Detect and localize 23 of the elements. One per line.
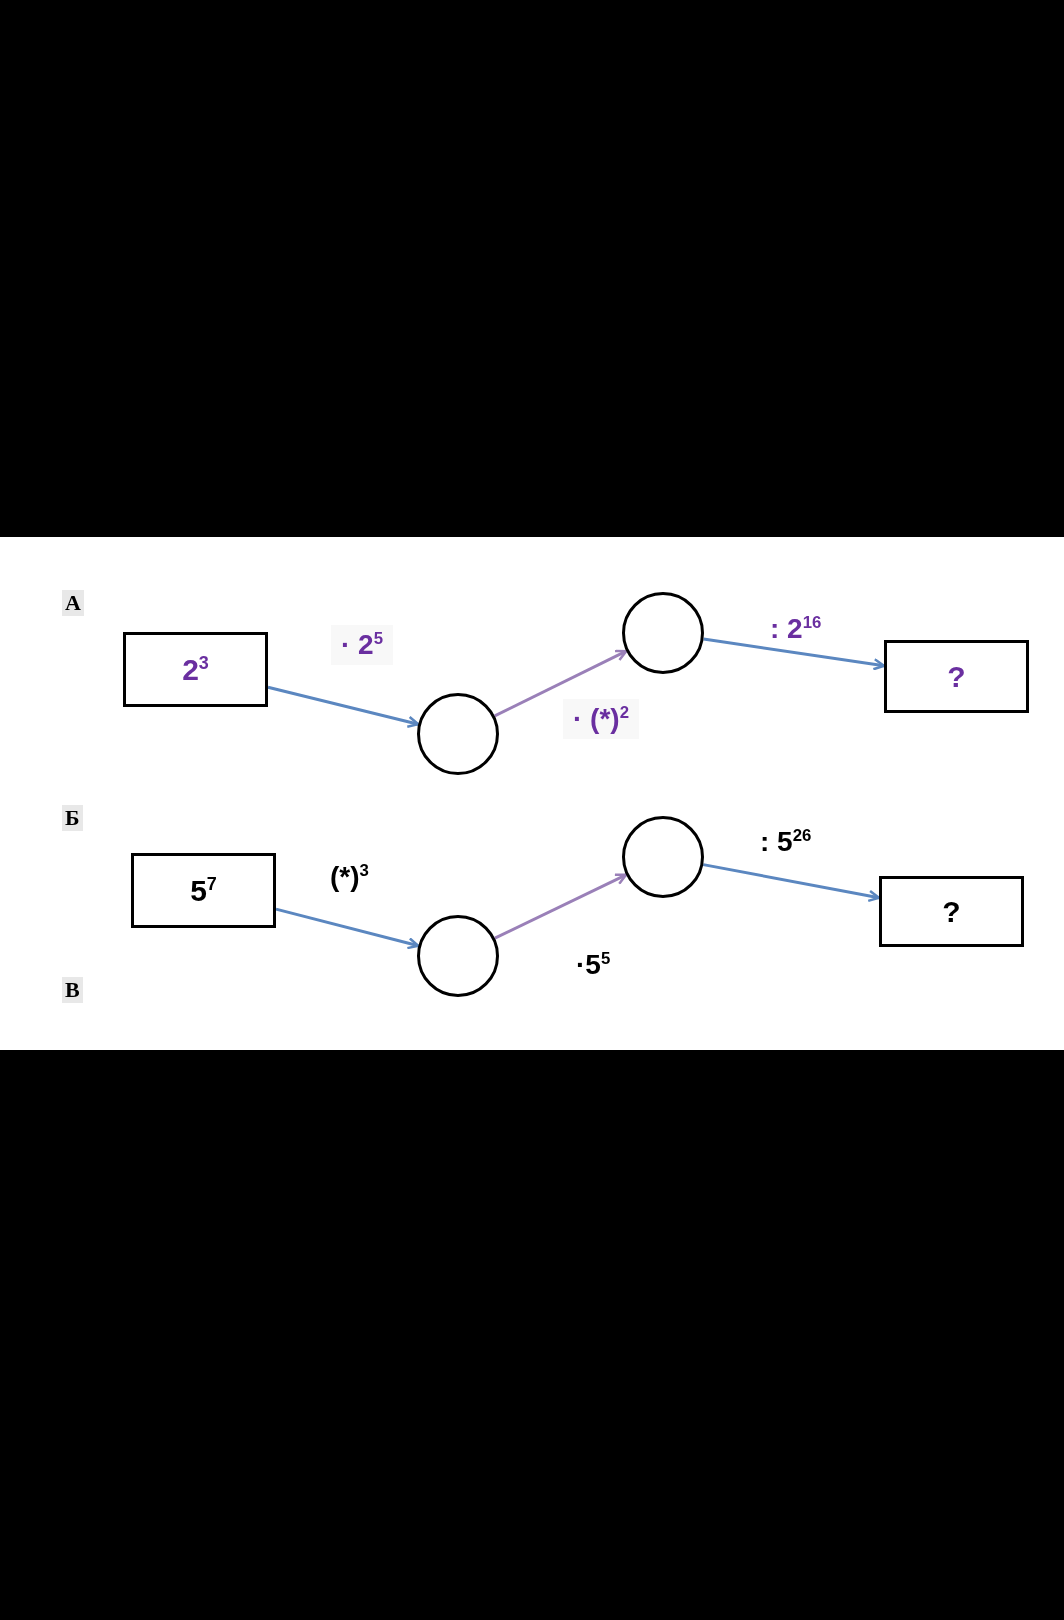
value-box (131, 853, 276, 928)
edge-label: (*)$^{3}$ (329, 860, 370, 895)
edge-label: : 2$^{16}$ (769, 612, 823, 647)
arrow (703, 863, 881, 903)
edge-label: ·5$^{5}$ (575, 948, 612, 983)
section-letter: В (62, 977, 83, 1003)
value-text: ? (942, 894, 961, 929)
section-letter: Б (62, 805, 83, 831)
arrow (275, 907, 420, 950)
value-box (879, 876, 1024, 947)
edge-label: · (*)$^{2}$ (563, 699, 639, 740)
value-box (884, 640, 1029, 713)
arrow (703, 637, 886, 671)
value-text: 2$^{3}$ (182, 652, 209, 687)
value-text: ? (947, 659, 966, 694)
section-letter: А (62, 590, 84, 616)
arrow (494, 873, 628, 940)
value-box (123, 632, 268, 707)
arrow (267, 685, 420, 728)
arrow (494, 649, 628, 718)
edge-label: : 5$^{26}$ (759, 825, 813, 860)
value-text: 5$^{7}$ (190, 873, 217, 908)
edge-label: · 2$^{5}$ (331, 625, 394, 666)
